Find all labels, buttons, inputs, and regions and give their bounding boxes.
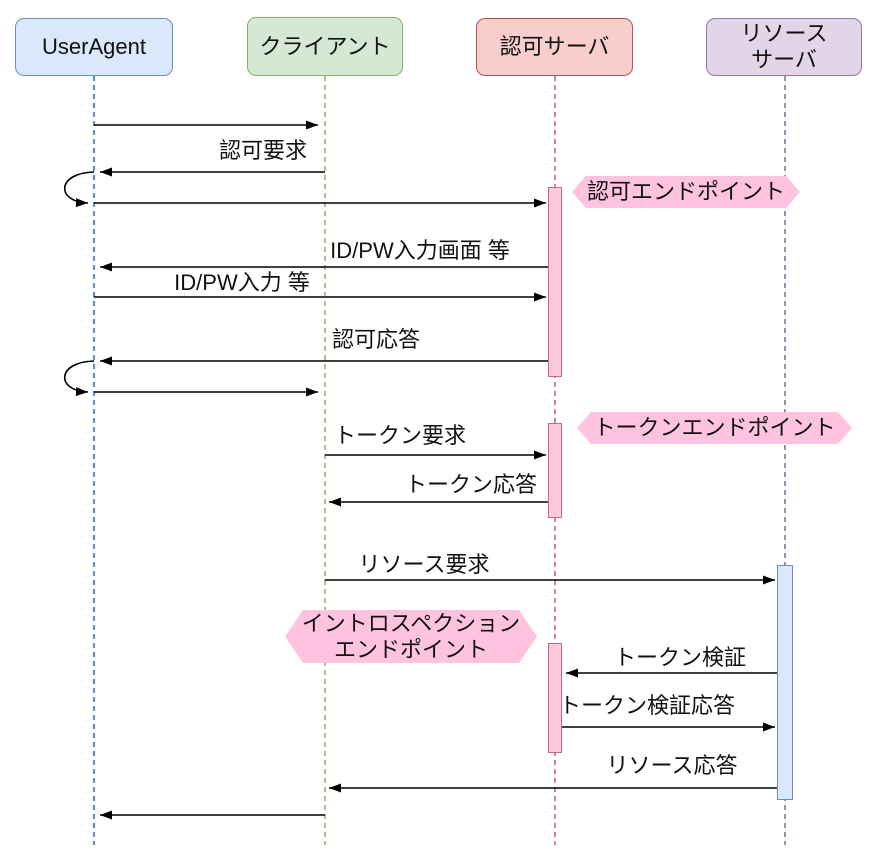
message-label-idpw-screen: ID/PW入力画面 等 [330,238,510,263]
actor-resource-server: リソース サーバ [706,18,862,76]
note-introspection-endpoint: イントロスペクション エンドポイント [285,610,537,663]
message-label-authorization-request: 認可要求 [218,138,308,163]
note-token-endpoint-label: トークンエンドポイント [593,415,836,440]
message-label-token-response: トークン応答 [404,472,538,497]
actor-auth-server: 認可サーバ [476,18,633,76]
note-authorization-endpoint-label: 認可エンドポイント [586,179,785,204]
note-token-endpoint: トークンエンドポイント [577,412,852,444]
actor-resource-server-label-line2: サーバ [751,47,817,72]
note-introspection-endpoint-label-line2: エンドポイント [333,636,488,662]
message-label-resource-response: リソース応答 [606,753,738,778]
activation-bar-resourceserver [777,565,793,800]
message-label-resource-request: リソース要求 [358,552,490,577]
activation-bar-authserver-2 [548,423,562,518]
actor-useragent: UserAgent [15,18,173,76]
note-introspection-endpoint-label-line1: イントロスペクション [301,610,521,636]
note-authorization-endpoint: 認可エンドポイント [572,176,800,208]
message-label-idpw-input: ID/PW入力 等 [174,270,310,295]
actor-auth-server-label: 認可サーバ [499,34,610,59]
actor-client-label: クライアント [259,33,391,59]
message-label-token-request: トークン要求 [333,423,467,448]
message-label-token-verify: トークン検証 [613,645,747,670]
actor-useragent-label: UserAgent [42,34,146,59]
actor-client: クライアント [247,17,403,76]
activation-bar-authserver-1 [548,187,562,377]
activation-bar-authserver-3 [548,643,562,753]
message-label-token-verify-response: トークン検証応答 [558,693,736,718]
actor-resource-server-label-line1: リソース [740,21,828,46]
message-label-authorization-response: 認可応答 [331,327,421,352]
